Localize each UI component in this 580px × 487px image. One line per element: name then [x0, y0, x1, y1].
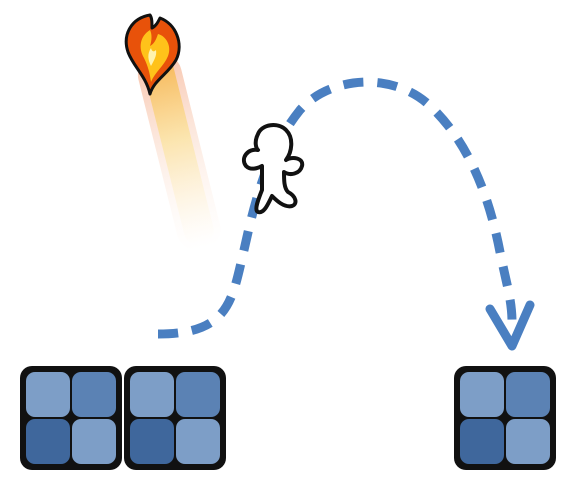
- block-tile: [176, 372, 220, 417]
- block-tile: [72, 372, 116, 417]
- block-tile: [130, 372, 174, 417]
- block-tile: [176, 419, 220, 464]
- jump-trajectory-path: [157, 77, 535, 351]
- block-group: [20, 366, 556, 470]
- block-left-2: [124, 366, 226, 470]
- block-tile: [72, 419, 116, 464]
- block-tile: [506, 372, 550, 417]
- block-tile: [460, 419, 504, 464]
- block-left-1: [20, 366, 122, 470]
- block-tile: [26, 372, 70, 417]
- block-tile: [460, 372, 504, 417]
- fireball-icon: [124, 13, 221, 251]
- stick-figure-character-icon: [241, 123, 305, 215]
- block-tile: [506, 419, 550, 464]
- arrowhead-icon: [485, 300, 535, 351]
- block-tile: [130, 419, 174, 464]
- block-tile: [26, 419, 70, 464]
- block-right-landing: [454, 366, 556, 470]
